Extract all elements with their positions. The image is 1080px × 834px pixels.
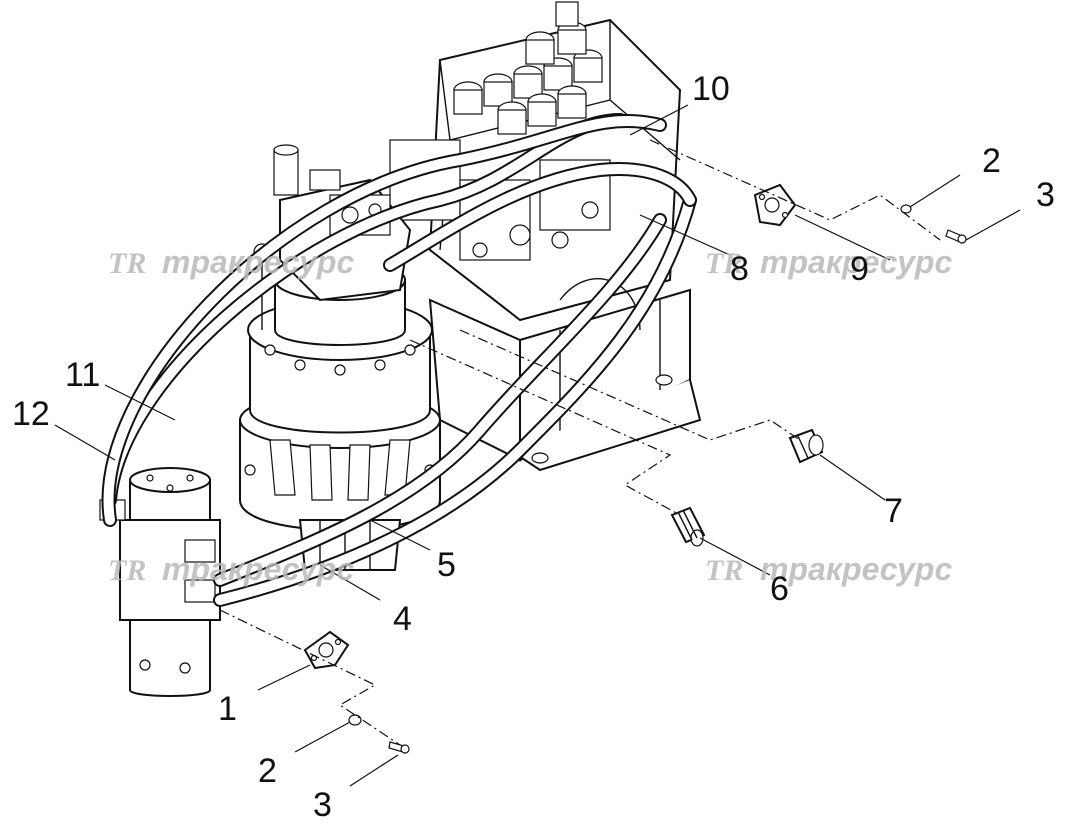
label-part-7: 7 — [884, 492, 903, 530]
swing-motor — [239, 144, 441, 571]
watermark-text: тракресурс — [760, 551, 952, 587]
flange-1 — [303, 630, 350, 670]
watermark-text: тракресурс — [162, 551, 354, 587]
watermark-logo: TR — [705, 247, 743, 280]
bolt-3-top — [945, 229, 967, 244]
watermark-text: тракресурс — [760, 244, 952, 280]
watermark-bottom-right: TR тракресурс — [705, 551, 952, 587]
assembly-centerlines — [219, 139, 941, 746]
label-part-5: 5 — [437, 546, 456, 584]
label-part-2-top: 2 — [982, 142, 1001, 180]
watermark-text: тракресурс — [162, 244, 354, 280]
swivel-joint — [99, 467, 221, 697]
fitting-6 — [670, 506, 706, 547]
label-part-6: 6 — [770, 570, 789, 608]
label-part-3-top: 3 — [1036, 176, 1055, 214]
bolt-3-bottom — [388, 741, 410, 754]
label-part-12: 12 — [12, 395, 50, 433]
watermark-bottom-left: TR тракресурс — [108, 551, 354, 587]
part-labels: 10 2 3 8 9 7 6 5 4 1 2 3 11 12 — [12, 70, 1055, 824]
label-part-2-bottom: 2 — [258, 752, 277, 790]
washer-2-top — [900, 204, 912, 214]
hydraulic-hoses — [101, 113, 697, 607]
label-part-11: 11 — [65, 356, 100, 394]
leader-lines — [54, 104, 1021, 787]
watermark-logo: TR — [108, 554, 146, 587]
watermark-top-left: TR тракресурс — [108, 244, 354, 280]
label-part-3-bottom: 3 — [313, 786, 332, 824]
label-part-1: 1 — [218, 690, 237, 728]
watermark-logo: TR — [705, 554, 743, 587]
flange-9 — [753, 183, 797, 227]
label-part-4: 4 — [393, 600, 412, 638]
watermark-top-right: TR тракресурс — [705, 244, 952, 280]
fitting-7 — [788, 428, 824, 464]
label-part-9: 9 — [850, 250, 869, 288]
washer-2-bottom — [348, 714, 362, 726]
watermark-logo: TR — [108, 247, 146, 280]
label-part-10: 10 — [692, 70, 730, 108]
label-part-8: 8 — [730, 250, 749, 288]
solenoid-caps — [453, 1, 603, 135]
control-valve-block — [389, 1, 682, 322]
